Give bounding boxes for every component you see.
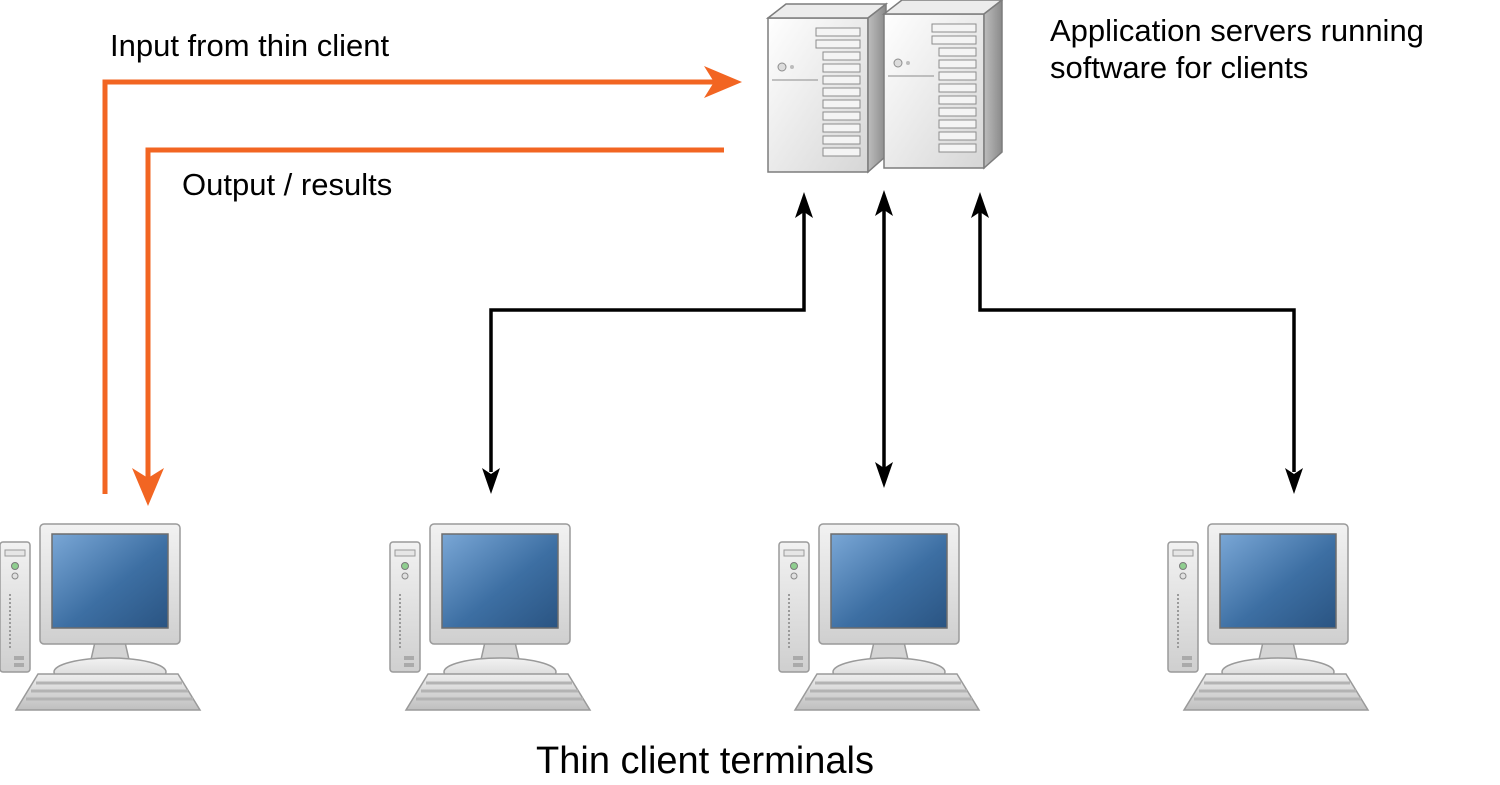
connection-arrow-1 (482, 192, 813, 494)
connection-arrow-3 (971, 192, 1303, 494)
servers-label-line1: Application servers running (1050, 13, 1424, 48)
desktop-computer-icon (388, 522, 592, 712)
thin-client-terminals (0, 522, 1370, 712)
terminals-label: Thin client terminals (536, 740, 874, 782)
output-label: Output / results (182, 167, 393, 202)
desktop-computer-icon (1166, 522, 1370, 712)
servers-label: Application servers running software for… (1050, 12, 1500, 86)
output-arrow (132, 147, 724, 506)
connection-arrow-2 (875, 190, 893, 488)
application-servers (767, 0, 1003, 173)
servers-label-line2: software for clients (1050, 50, 1309, 85)
server-tower-icon (767, 3, 887, 173)
server-tower-icon (883, 0, 1003, 169)
desktop-computer-icon (0, 522, 202, 712)
desktop-computer-icon (777, 522, 981, 712)
input-arrow (102, 66, 742, 494)
input-label: Input from thin client (110, 28, 390, 63)
